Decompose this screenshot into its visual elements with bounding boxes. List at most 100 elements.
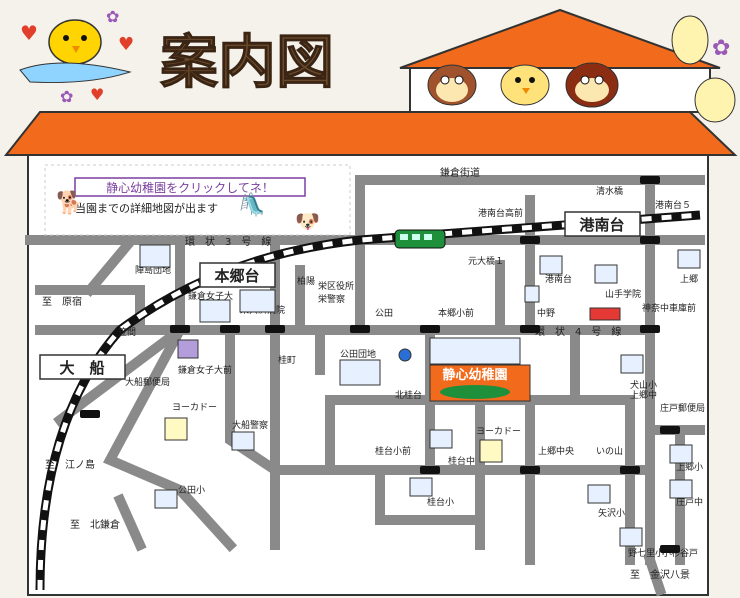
svg-text:✿: ✿: [106, 7, 119, 26]
svg-text:✿: ✿: [60, 87, 73, 106]
place-katsuracho: 桂町: [278, 354, 296, 366]
place-yabe-sho: 矢沢小: [598, 507, 625, 519]
place-kamakura-joshidai-mae: 鎌倉女子大前: [178, 364, 232, 376]
traffic-light-icon: [80, 410, 100, 418]
place-sakae-keisatsu: 栄警察: [318, 293, 345, 305]
konandai-box: [564, 211, 641, 237]
hongodai-box: [199, 262, 276, 288]
place-yokado1: ヨーカドー: [172, 402, 217, 413]
dir-harajuku: 至 原宿: [42, 295, 82, 308]
slide-icon: 🛝: [238, 192, 265, 218]
school-icon: [409, 477, 433, 497]
school-icons: [139, 244, 701, 547]
dir-kanazawa: 至 金沢八景: [630, 568, 690, 581]
svg-text:♥: ♥: [90, 85, 104, 104]
chick-mascot-icon: ♥ ♥ ♥ ✿ ✿: [19, 7, 134, 106]
chick-bird-icon: [500, 64, 550, 106]
place-yamate-gakuin: 山手学院: [605, 288, 641, 300]
bus-stop-icon: [398, 348, 412, 362]
place-kasama: 笠間: [118, 326, 136, 338]
place-konandai-station: 港南台: [545, 273, 572, 285]
hospital-icon: [239, 289, 276, 313]
road-kanjo4: 環 状 4 号 線: [535, 325, 621, 338]
place-kamakura-joshidai: 鎌倉女子大: [188, 290, 233, 302]
apartment-icon: [339, 359, 381, 386]
place-kanagawa-syako: 神奈中車庫前: [642, 302, 696, 314]
store-icon: [164, 417, 188, 441]
traffic-light-icon: [640, 325, 660, 333]
school-icon: [539, 255, 563, 275]
place-konandai5: 港南台５: [655, 199, 691, 211]
police-icon: [231, 431, 255, 451]
page-title: 案内図: [160, 28, 334, 96]
place-sakaido-chu: 庄戸中: [676, 496, 703, 508]
phone-icon: [524, 285, 540, 303]
kindergarten-link[interactable]: 静心幼稚園: [429, 337, 531, 402]
traffic-light-icon: [220, 325, 240, 333]
place-hongodaimae: 本郷小前: [438, 307, 474, 319]
roof-main: [3, 111, 738, 156]
ofuna-box: [39, 354, 126, 380]
puppy-icon: 🐶: [295, 209, 320, 233]
school-icon: [154, 489, 178, 509]
place-kashio: 柏陽: [297, 275, 315, 287]
place-katsuradai-naka: 桂台中: [448, 455, 475, 467]
place-kamigo-naka: 上郷中央: [538, 445, 574, 457]
place-ofuna-keisatsu: 大船警察: [232, 419, 268, 431]
owl-bird-icon: [427, 64, 477, 106]
svg-text:♥: ♥: [118, 34, 134, 55]
svg-text:✿: ✿: [712, 36, 730, 61]
place-katsuradai-sho-mae: 桂台小前: [375, 445, 411, 457]
place-kamigo: 上郷: [680, 274, 698, 285]
place-kamigo-sho: 上郷小: [676, 462, 703, 473]
place-sakaeku-yakusho: 栄区役所: [318, 280, 354, 292]
place-konandai-takamae: 港南台高前: [478, 207, 523, 219]
dir-kitakamakura: 至 北鎌倉: [70, 518, 120, 531]
place-yokado2: ヨーカドー: [476, 426, 521, 437]
school-icon: [594, 264, 618, 284]
place-ofuna-yubin: 大船郵便局: [125, 376, 170, 388]
school-icon: [669, 444, 693, 464]
traffic-light-icon: [520, 325, 540, 333]
click-banner[interactable]: 静心幼稚園をクリックしてネ！ 当園までの詳細地図が出ます 🐕 🛝 🐶: [44, 164, 351, 236]
dir-enoshima: 至 江ノ島: [45, 458, 95, 471]
area-konandai: 港南台: [579, 216, 624, 234]
place-koden: 公田: [375, 308, 393, 319]
school-icon: [669, 479, 693, 499]
apartment-icon: [139, 244, 171, 268]
road-kamakura-kaido: 鎌倉街道: [440, 166, 480, 179]
area-hongodai: 本郷台: [214, 267, 259, 285]
traffic-light-icon: [520, 466, 540, 474]
traffic-light-icon: [640, 176, 660, 184]
banner-sub-text: 当園までの詳細地図が出ます: [75, 201, 218, 215]
place-inuyama-sho: 犬山小: [630, 379, 657, 391]
place-motoohashi: 元大橋１: [468, 255, 504, 267]
train-icon: [394, 229, 446, 249]
road-kanjo3: 環 状 3 号 線: [185, 235, 271, 248]
place-labels: 清水橋 港南台高前 港南台５ 元大橋１ 港南台 上郷 山手学院 神奈中車庫前 中…: [118, 185, 705, 559]
place-koden-danchi: 公田団地: [340, 348, 376, 360]
place-nakano: 中野: [537, 307, 555, 319]
bus-icon: [589, 307, 621, 321]
traffic-light-icon: [265, 325, 285, 333]
kindergarten-name: 静心幼稚園: [442, 367, 507, 383]
place-shimizubashi: 清水橋: [596, 185, 623, 197]
store-icon: [479, 439, 503, 463]
traffic-light-icon: [660, 426, 680, 434]
banner-click-text: 静心幼稚園をクリックしてネ！: [106, 181, 274, 195]
school-icon: [199, 299, 231, 323]
place-katsuradai-sho: 桂台小: [427, 496, 454, 508]
dog-icon: 🐕: [56, 190, 83, 216]
place-koden-sho: 公田小: [178, 485, 205, 496]
brown-bird-icon: [565, 62, 619, 108]
traffic-light-icon: [420, 466, 440, 474]
traffic-light-icon: [620, 466, 640, 474]
traffic-light-icon: [420, 325, 440, 333]
svg-text:♥: ♥: [20, 21, 38, 45]
school-icon: [619, 527, 643, 547]
school-icon: [620, 354, 644, 374]
traffic-light-icon: [640, 236, 660, 244]
chick-climbing-icon: ✿: [671, 15, 736, 123]
